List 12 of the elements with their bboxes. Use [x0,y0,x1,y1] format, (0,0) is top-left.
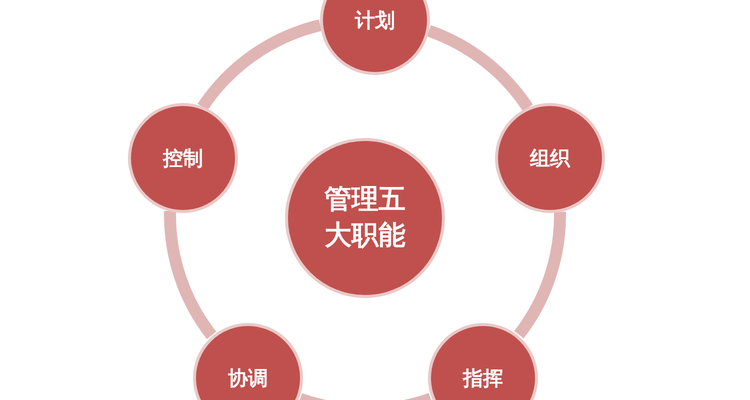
node-label: 组织 [528,144,572,172]
ring-connector [198,19,322,111]
ring-connector [164,210,216,339]
node-label: 指挥 [462,364,504,392]
ring-connector [298,392,432,400]
node-label: 计划 [354,6,396,34]
circle-node [193,323,303,400]
node-label: 控制 [162,144,204,172]
ring-connector [514,212,566,338]
ring-connector [426,25,533,112]
node-label: 管理五大职能 [324,182,406,253]
node-label: 协调 [227,364,269,392]
